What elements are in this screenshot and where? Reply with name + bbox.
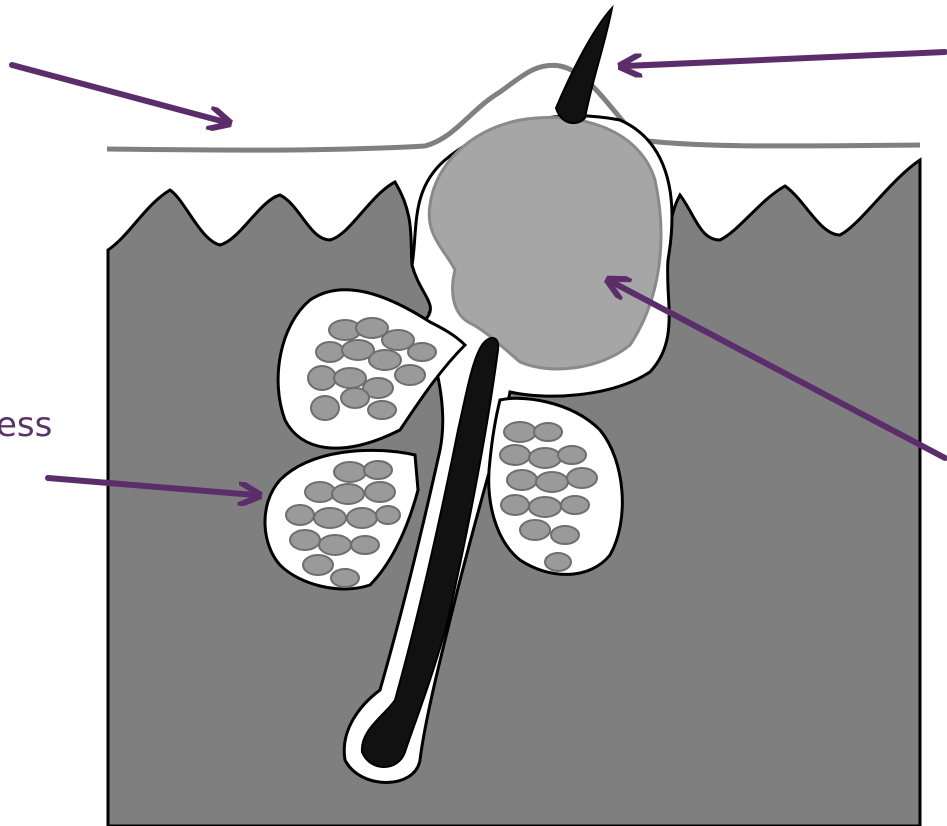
arrow-to-hair-tip <box>625 52 945 66</box>
partial-label-sebaceous: ess <box>0 405 52 445</box>
arrow-to-skin-surface <box>12 65 225 122</box>
